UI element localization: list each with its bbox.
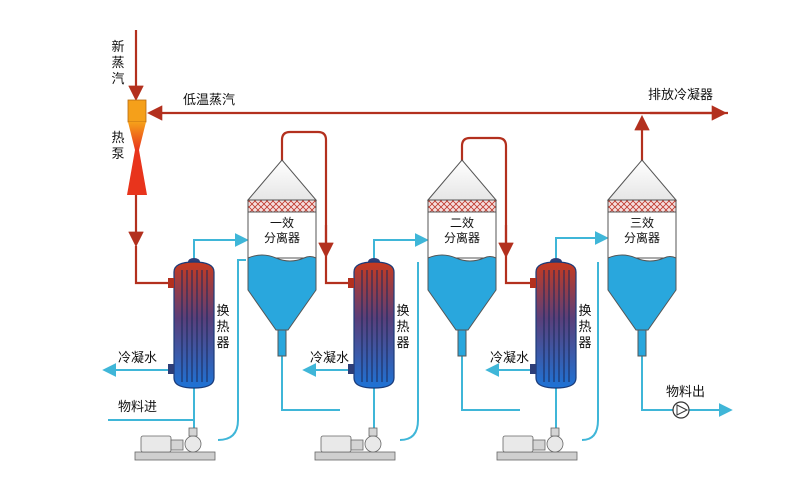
product-pump-icon [672, 401, 690, 419]
pump3-return-line [581, 262, 599, 441]
cooling-water-2-label: 冷凝水 [310, 351, 350, 366]
product-out-label: 物料出 [666, 385, 706, 400]
cooling-water-1-label: 冷凝水 [118, 351, 158, 366]
pump-2 [314, 427, 396, 461]
low-temp-steam-label: 低温蒸汽 [183, 93, 236, 108]
pump-to-hx1-line [134, 246, 170, 285]
fresh-steam-label: 新蒸汽 [111, 40, 125, 87]
sep2-to-hx3-line [460, 136, 532, 285]
heat-exchanger-1 [168, 258, 215, 389]
sep2-bottom-line [461, 350, 520, 411]
separator-3-label: 三效分离器 [623, 216, 660, 245]
separator-2-label: 二效分离器 [443, 216, 480, 245]
pump-3 [496, 427, 578, 461]
sep1-to-hx2-line [280, 130, 350, 285]
heat-exchanger-3 [530, 258, 577, 389]
product-out-line [641, 350, 733, 417]
heat-pump-label: 热泵 [111, 131, 125, 162]
vent-condenser-label: 排放冷凝器 [648, 88, 714, 103]
feed-in-label: 物料进 [118, 400, 158, 415]
liquid-lines [108, 231, 733, 441]
separator-2 [426, 159, 498, 357]
heat-pump [127, 99, 147, 195]
steam-lines [128, 30, 728, 285]
pump1-return-line [217, 259, 246, 441]
pump-1 [134, 427, 216, 461]
heat-exchanger-2 [348, 258, 395, 389]
hx1-to-sep1-line [193, 233, 249, 260]
heat-exchanger-2-label: 换热器 [396, 304, 410, 351]
sep1-bottom-line [281, 350, 340, 411]
pump2-return-line [399, 262, 419, 441]
heat-exchanger-3-label: 换热器 [578, 304, 592, 351]
hx2-to-sep2-line [373, 233, 429, 260]
separator-1-label: 一效分离器 [263, 216, 300, 245]
heat-exchanger-1-label: 换热器 [216, 304, 230, 351]
separator-3 [606, 159, 678, 357]
separator-1 [246, 159, 318, 357]
hx3-to-sep3-line [555, 231, 609, 258]
cooling-water-3-label: 冷凝水 [490, 351, 530, 366]
